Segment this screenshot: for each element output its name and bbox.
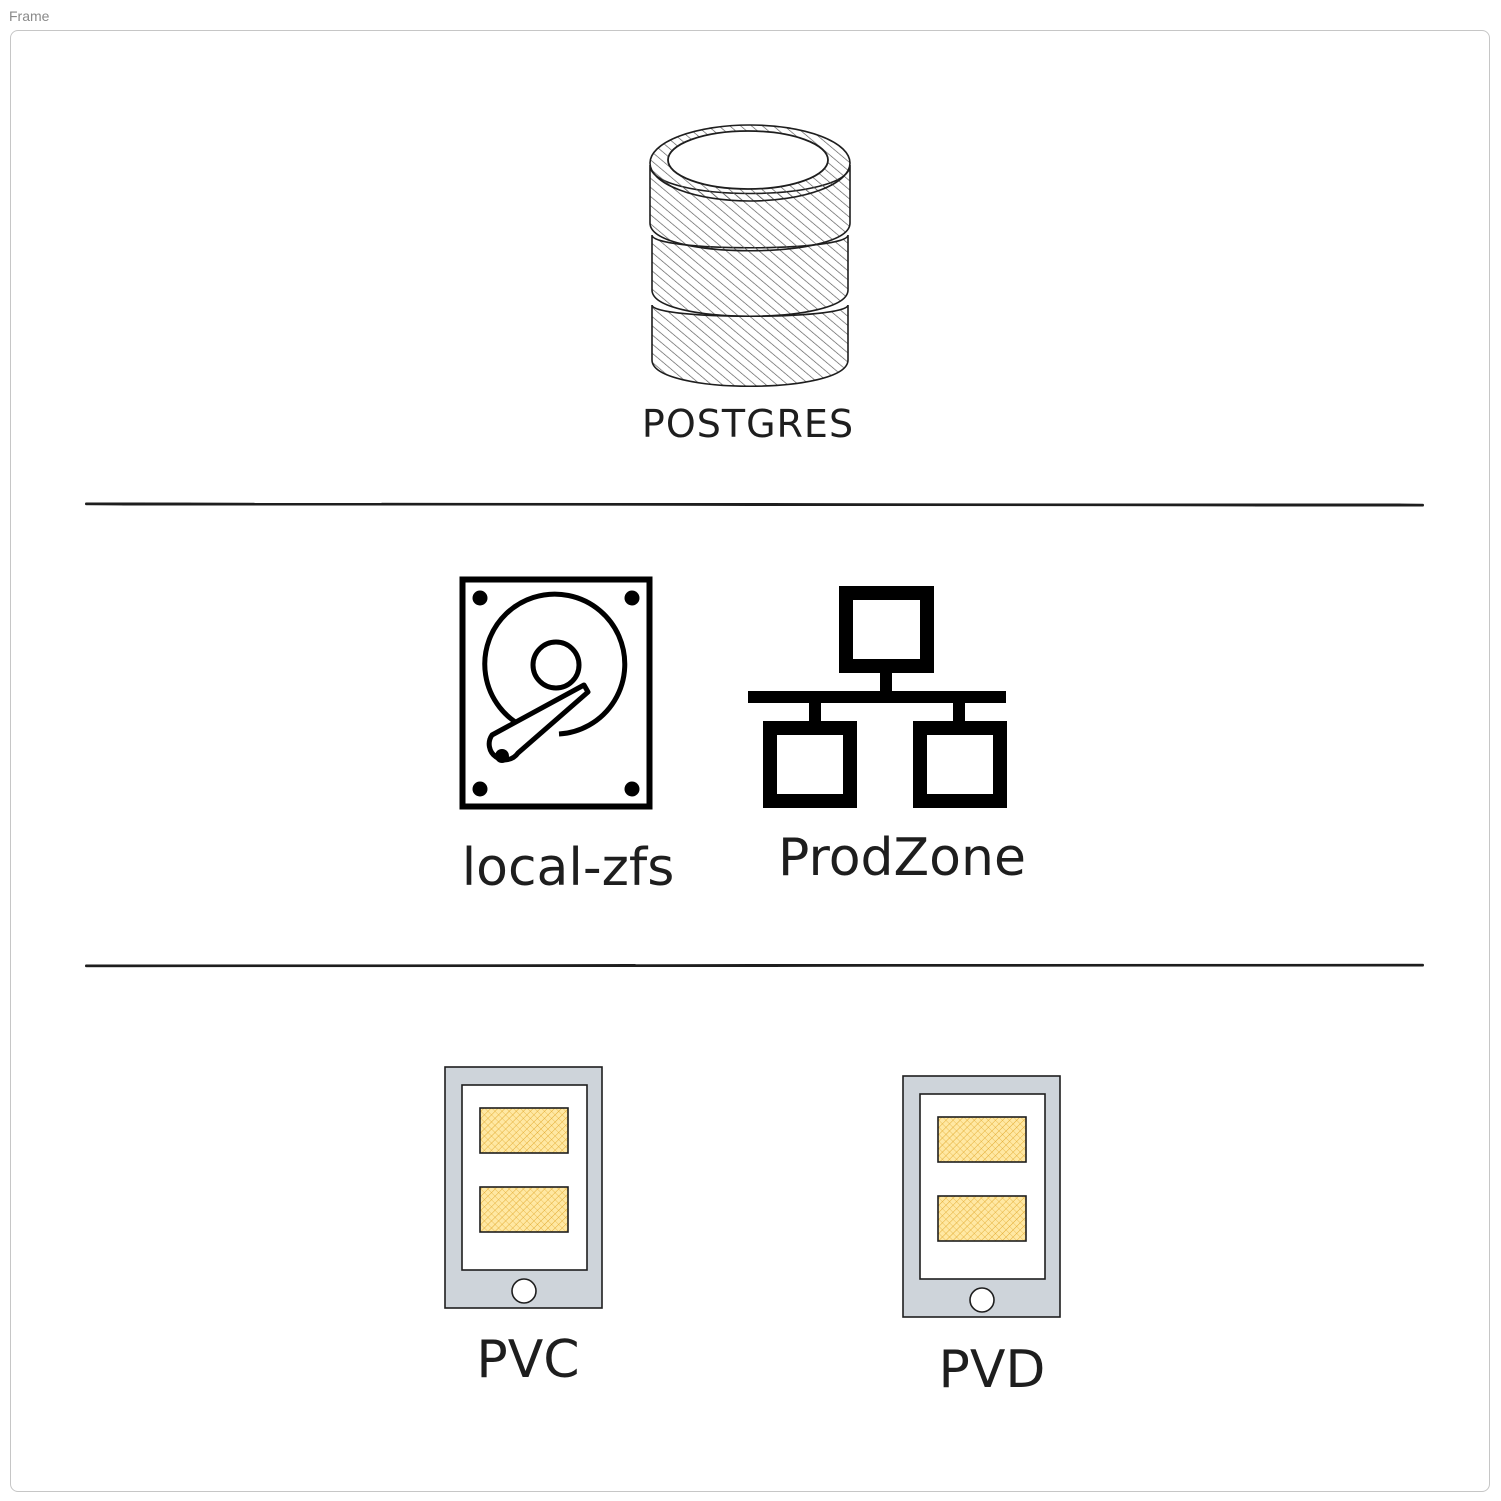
pvc-label: PVC [476,1330,580,1390]
network-label: ProdZone [778,828,1026,888]
tablet-icon [902,1075,1061,1318]
hard-drive-icon [459,576,653,810]
database-label: POSTGRES [641,402,855,446]
tablet-icon [444,1066,603,1309]
storage-label: local-zfs [461,838,675,898]
frame-border [10,30,1490,1492]
database-icon [649,124,851,387]
network-icon [748,586,1007,808]
pvd-label: PVD [938,1340,1046,1400]
frame-title: Frame [9,8,50,24]
